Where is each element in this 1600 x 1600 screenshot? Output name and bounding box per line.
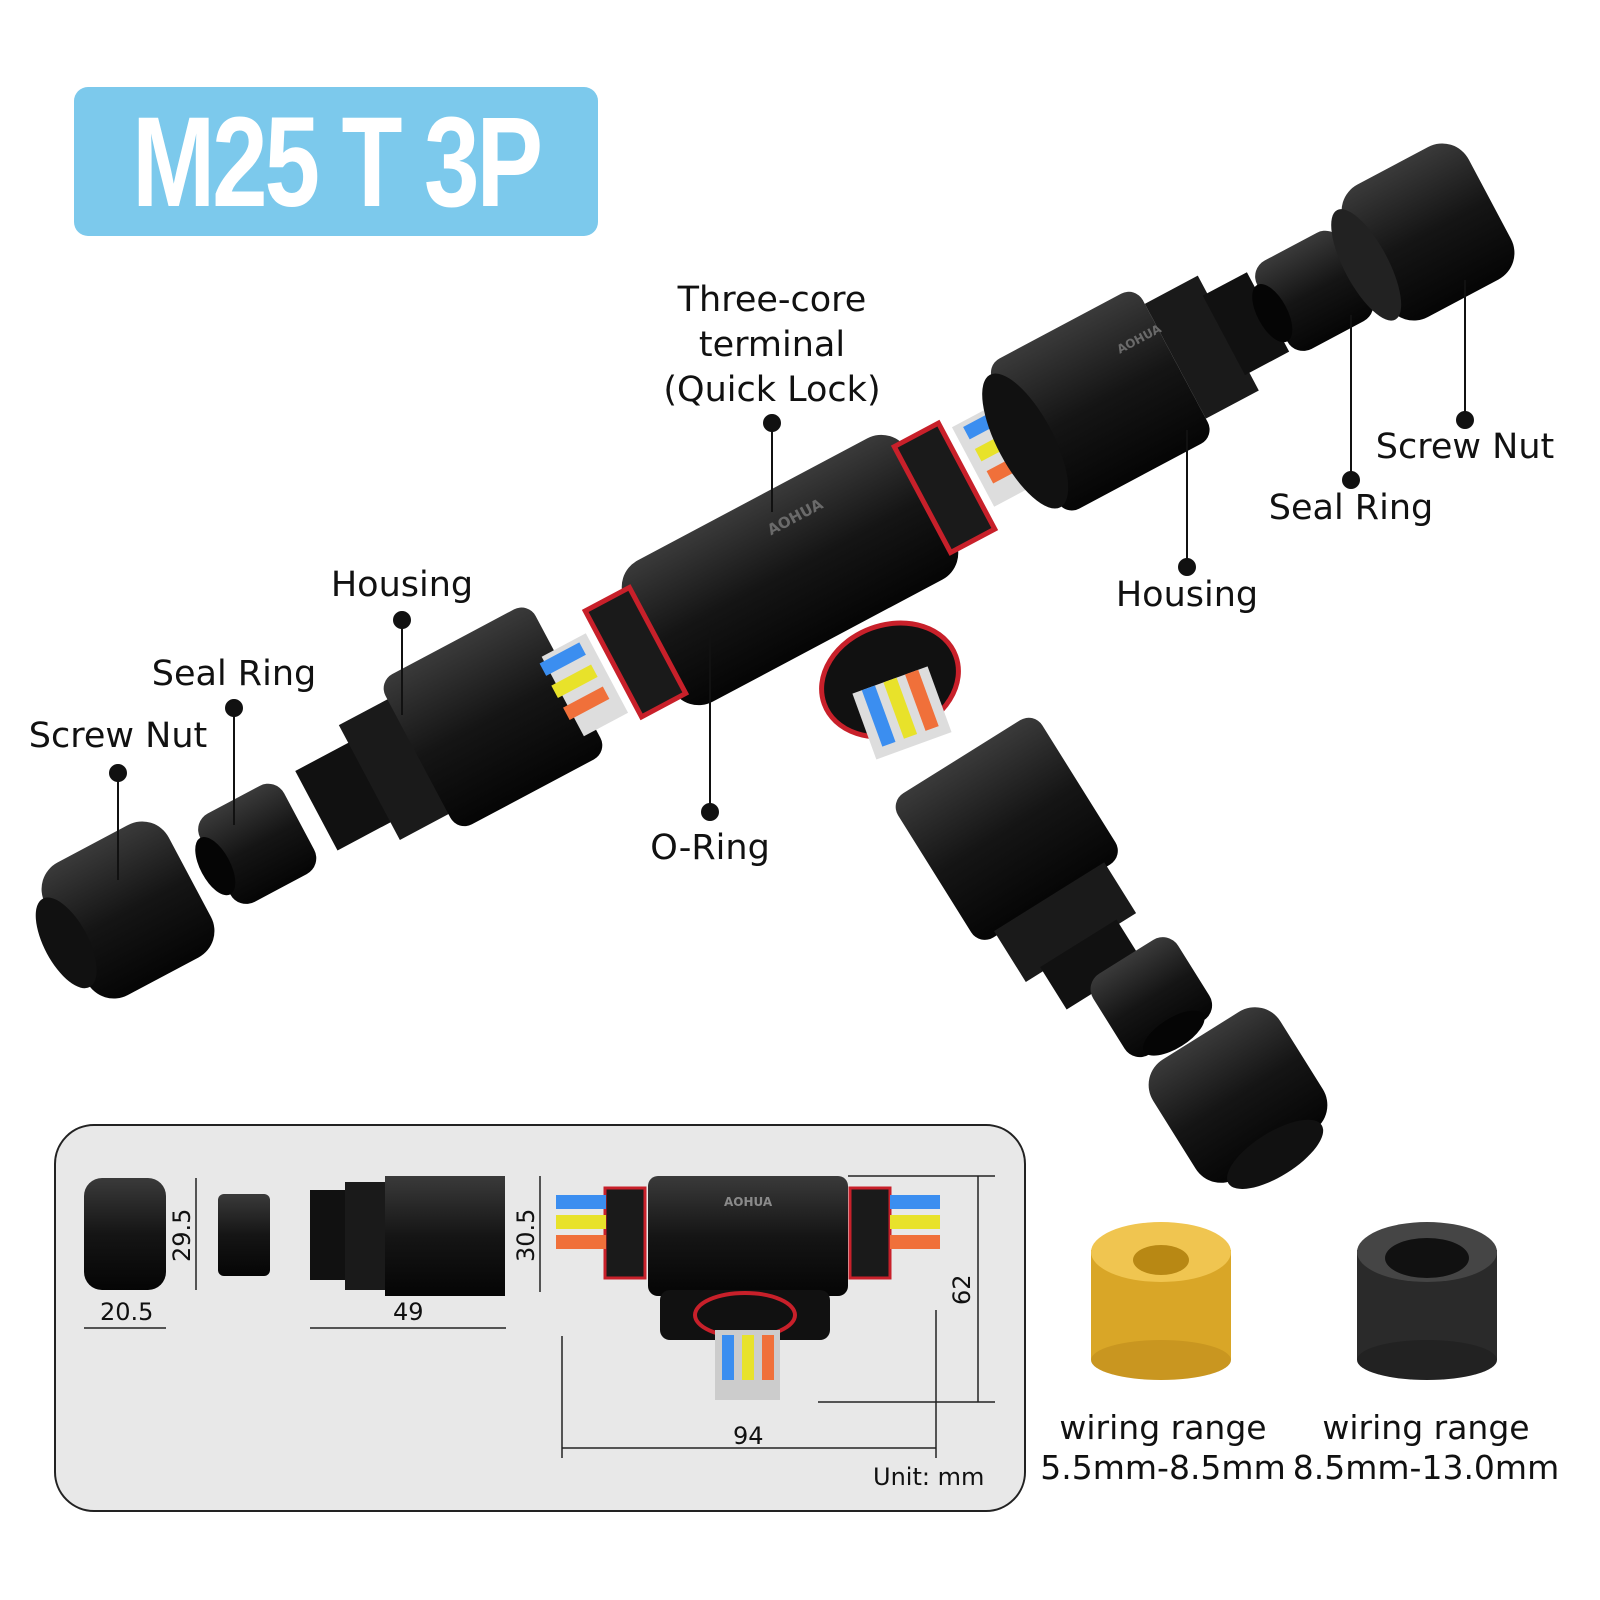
leader-lines (109, 280, 1474, 880)
title-badge: M25 T 3P (74, 87, 598, 236)
label-seal-ring-left: Seal Ring (151, 654, 317, 694)
label-screw-nut-left: Screw Nut (28, 716, 208, 756)
dim-tee-width: 94 (733, 1422, 764, 1450)
range: 8.5mm-13.0mm (1292, 1448, 1560, 1487)
seal-ring-black (1357, 1222, 1497, 1380)
left-screw-nut (35, 821, 215, 999)
label-seal-ring-right: Seal Ring (1268, 488, 1434, 528)
caption: wiring range (1322, 1408, 1530, 1447)
label-terminal: Three-core terminal (Quick Lock) (663, 278, 880, 413)
title: M25 T 3P (132, 91, 543, 234)
dim-nut-width: 20.5 (100, 1298, 154, 1326)
dim-housing-length: 49 (393, 1298, 424, 1326)
right-housing (982, 272, 1290, 511)
caption: wiring range (1059, 1408, 1267, 1447)
label-terminal-line1: Three-core (677, 280, 867, 320)
bottom-seal-ring (1090, 937, 1213, 1058)
bottom-screw-nut (1148, 1007, 1328, 1189)
label-housing-left: Housing (330, 565, 474, 605)
bottom-housing (895, 717, 1143, 1010)
label-terminal-line2: terminal (698, 325, 846, 365)
left-seal-ring (195, 783, 317, 904)
right-screw-nut (1331, 143, 1515, 321)
label-terminal-line3: (Quick Lock) (663, 370, 881, 410)
label-housing-right: Housing (1115, 575, 1259, 615)
label-o-ring: O-Ring (650, 828, 770, 868)
label-screw-nut-right: Screw Nut (1375, 427, 1555, 467)
brand-logo-dimension-tee: AOHUA (724, 1195, 773, 1209)
unit-label: Unit: mm (873, 1463, 985, 1491)
tee-body (539, 403, 1039, 760)
seal-ring-yellow (1091, 1222, 1231, 1380)
range: 5.5mm-8.5mm (1040, 1448, 1286, 1487)
